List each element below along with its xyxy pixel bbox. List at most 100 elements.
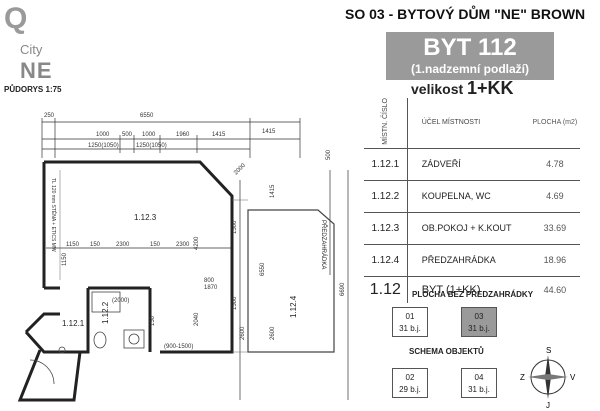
- dim-window-1: 1250(1050): [136, 143, 167, 149]
- compass-north: S: [546, 346, 551, 355]
- garden-label: PŘEDZAHRÁDKA: [320, 220, 328, 269]
- table-row: 1.12.1 ZÁDVEŘÍ 4.78: [364, 148, 580, 181]
- dim-inner-1: 150: [90, 242, 101, 248]
- dim-inner-0: 1150: [66, 242, 80, 248]
- room-name: ZÁDVEŘÍ: [407, 148, 530, 181]
- dim-second-0: 1000: [96, 132, 110, 138]
- schema-count: 31 b.j.: [399, 324, 421, 333]
- room-number: 1.12.2: [364, 180, 408, 213]
- compass-icon: S J Z V: [520, 346, 576, 409]
- schema-building-04: 04 31 b.j.: [461, 368, 497, 398]
- dim-misc-3: 2040: [194, 312, 200, 326]
- dim-misc-10: 4200: [194, 236, 200, 250]
- room-label-hall: 1.12.1: [62, 319, 85, 328]
- wall-note: TL 120 mm STĚNA + ETICS MW: [50, 178, 58, 252]
- table-row: 1.12.2 KOUPELNA, WC 4.69: [364, 180, 580, 213]
- compass-east: V: [570, 373, 576, 382]
- floor-plan: 250 6550 1415 1000 500 1000 1960 1415 12…: [17, 113, 349, 402]
- dim-inner-3: 150: [150, 242, 161, 248]
- header-room-number: MÍSTN. ČÍSLO: [381, 98, 389, 145]
- table-header-row: MÍSTN. ČÍSLO ÚČEL MÍSTNOSTI PLOCHA (m2): [364, 98, 580, 149]
- dim-misc-11: 1500: [232, 220, 238, 234]
- dim-bath: (2000): [112, 298, 129, 304]
- dim-misc-8: 2600: [240, 326, 246, 340]
- dim-misc-5: 1415: [270, 184, 276, 198]
- schema-building-01: 01 31 b.j.: [392, 307, 428, 337]
- logo-ne: NE: [20, 58, 53, 83]
- room-number: 1.12.3: [364, 212, 408, 245]
- schema-label: SCHEMA OBJEKTŮ: [409, 347, 484, 356]
- entrance-door: [29, 346, 66, 385]
- schema-building-03: 03 31 b.j.: [461, 307, 497, 337]
- room-area: 18.96: [529, 244, 580, 277]
- table-total-row: 1.12 BYT (1+KK) 44.60: [364, 275, 580, 303]
- dim-misc-14: 500: [326, 149, 332, 160]
- size-label: velikost: [411, 81, 464, 97]
- room-name: KOUPELNA, WC: [407, 180, 530, 213]
- project-title: SO 03 - BYTOVÝ DŮM "NE" BROWN: [345, 6, 586, 22]
- unit-type: BYT (1+KK): [407, 275, 530, 303]
- table-row: 1.12.4 PŘEDZAHRÁDKA 18.96: [364, 244, 580, 277]
- dim-misc-6: 6550: [260, 262, 266, 276]
- logo-letter: Q: [4, 2, 28, 35]
- room-label-bath: 1.12.2: [101, 301, 110, 324]
- schema-id: 01: [405, 312, 415, 321]
- dim-second-3: 1960: [176, 132, 190, 138]
- schema-id: 04: [474, 373, 484, 382]
- room-labels: 1.12.3 1.12.4 1.12.2 1.12.1 PŘEDZAHRÁDKA: [62, 213, 328, 328]
- dim-second-4: 1415: [212, 132, 226, 138]
- room-name: PŘEDZAHRÁDKA: [407, 244, 530, 277]
- header-purpose: ÚČEL MÍSTNOSTI: [407, 98, 530, 149]
- unit-title-box: BYT 112 (1.nadzemní podlaží): [386, 32, 554, 80]
- logo-city: City: [20, 42, 43, 57]
- dim-top-0: 250: [44, 113, 55, 119]
- dim-misc-13: 1150: [62, 252, 68, 266]
- svg-text:TL 120 mm STĚNA + ETICS MW: TL 120 mm STĚNA + ETICS MW: [50, 178, 58, 252]
- room-area: 4.78: [529, 148, 580, 181]
- unit-number: 1.12: [364, 275, 408, 303]
- header-area: PLOCHA (m2): [529, 98, 580, 149]
- room-area: 4.69: [529, 180, 580, 213]
- scale-label: PŮDORYS 1:75: [4, 85, 62, 94]
- dim-misc-0: 2000: [233, 162, 247, 176]
- room-number: 1.12.1: [364, 148, 408, 181]
- size-line: velikost 1+KK: [411, 78, 514, 99]
- schema-count: 31 b.j.: [468, 324, 490, 333]
- room-name: OB.POKOJ + K.KOUT: [407, 212, 530, 245]
- garden-outline: [247, 209, 335, 353]
- dimension-lines: [41, 118, 349, 400]
- dim-misc-7: 6690: [340, 282, 346, 296]
- room-label-garden: 1.12.4: [289, 295, 298, 318]
- dim-inner-4: 2300: [176, 242, 190, 248]
- walls: [17, 160, 234, 402]
- compass-south: J: [546, 401, 550, 409]
- dim-misc-4: 150: [150, 315, 156, 326]
- unit-floor: (1.nadzemní podlaží): [410, 62, 529, 76]
- schema-id: 03: [474, 312, 484, 321]
- compass-west: Z: [520, 373, 525, 382]
- dim-top-1: 6550: [140, 113, 154, 119]
- dim-misc-1: 800: [204, 278, 215, 284]
- wall-detail: [59, 170, 248, 353]
- rooms-table: MÍSTN. ČÍSLO ÚČEL MÍSTNOSTI PLOCHA (m2) …: [364, 98, 580, 303]
- dimension-labels: 250 6550 1415 1000 500 1000 1960 1415 12…: [44, 113, 346, 350]
- dim-misc-2: 1870: [204, 285, 218, 291]
- table-row: 1.12.3 OB.POKOJ + K.KOUT 33.69: [364, 212, 580, 245]
- dim-second-2: 1000: [142, 132, 156, 138]
- room-label-living: 1.12.3: [134, 213, 157, 222]
- schema-count: 31 b.j.: [468, 385, 490, 394]
- dim-misc-12: 1500: [232, 296, 238, 310]
- dim-inner-2: 2300: [116, 242, 130, 248]
- dim-top-2: 1415: [262, 129, 276, 135]
- unit-area: 44.60: [529, 275, 580, 303]
- dim-second-1: 500: [122, 132, 133, 138]
- unit-name: BYT 112: [423, 34, 517, 61]
- shower-note: (900-1500): [164, 344, 193, 350]
- schema-count: 29 b.j.: [399, 385, 421, 394]
- room-area: 33.69: [529, 212, 580, 245]
- area-note: PLOCHA BEZ PŘEDZAHRÁDKY: [412, 290, 534, 299]
- schema-building-02: 02 29 b.j.: [392, 368, 428, 398]
- dim-misc-9: 2600: [270, 326, 276, 340]
- schema-id: 02: [405, 373, 415, 382]
- size-value: 1+KK: [467, 78, 514, 98]
